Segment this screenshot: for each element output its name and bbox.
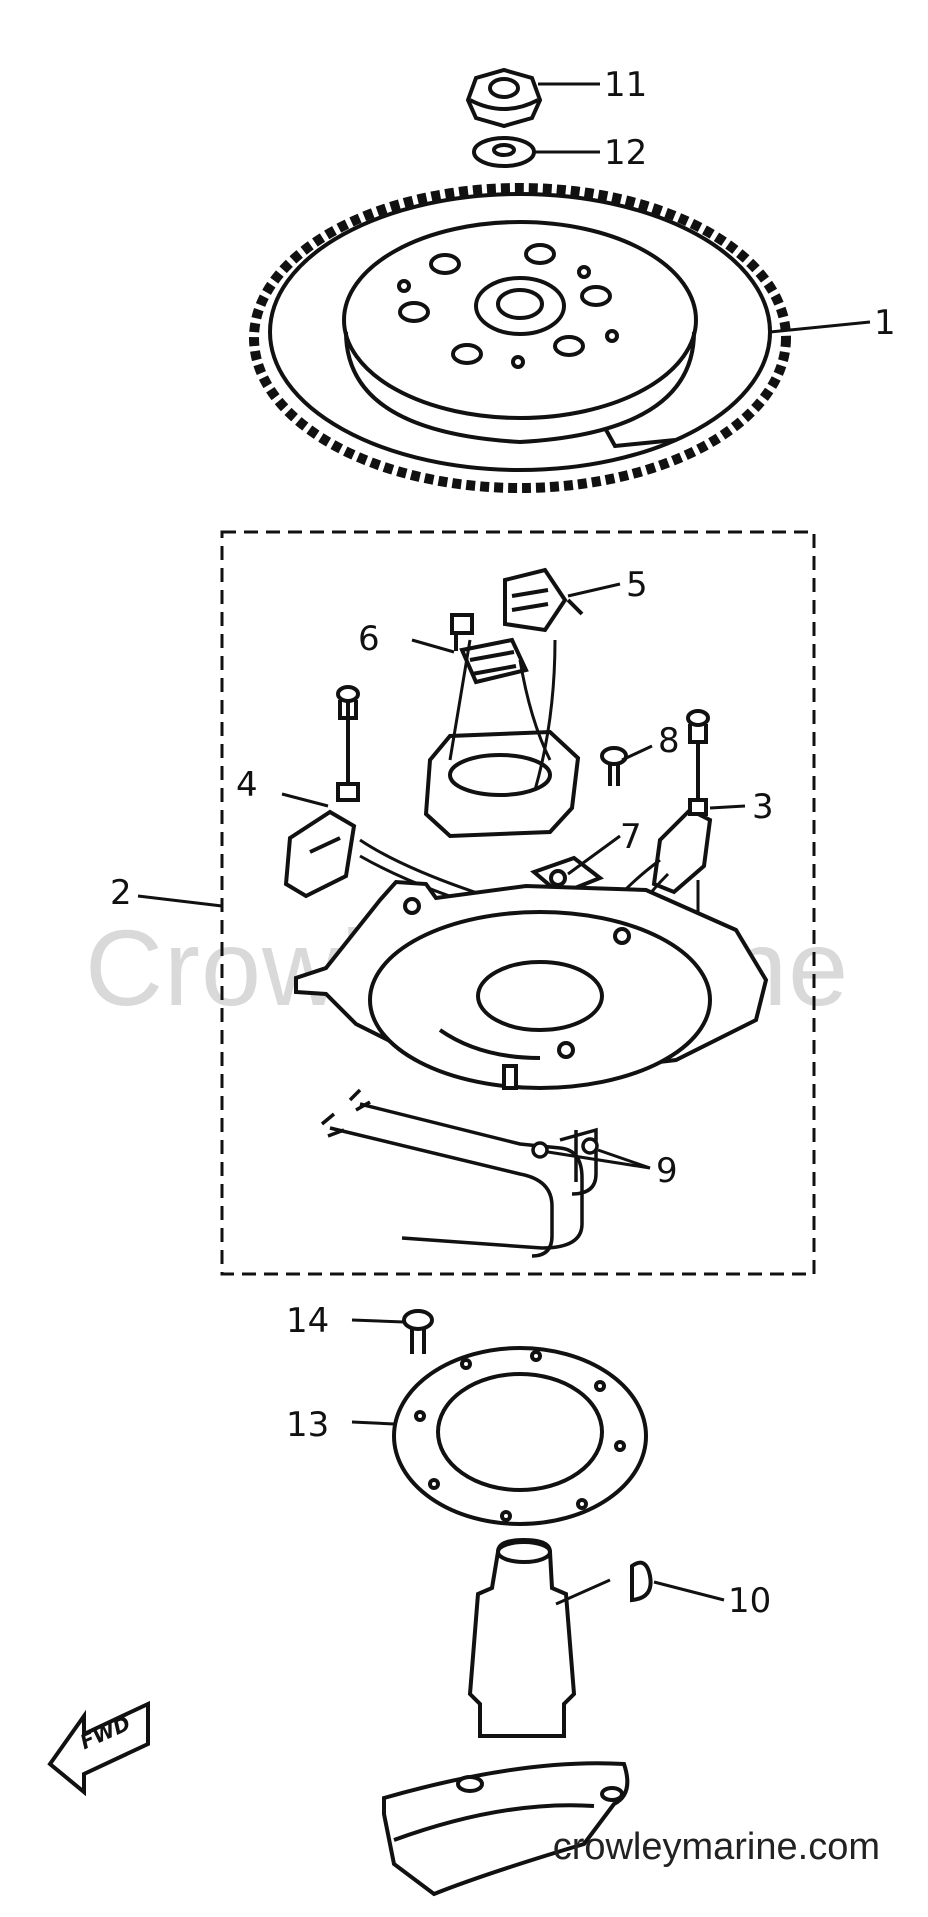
pulser-coil-part [503,567,584,633]
stator-assembly-boundary [220,530,816,1276]
wiring-harness-part [320,1088,599,1258]
forward-arrow-icon [47,1700,150,1797]
callout-12: 12 [604,133,647,173]
screw-14-part [402,1309,434,1354]
washer-part [472,136,536,168]
woodruff-key-part [630,1560,653,1603]
flywheel-part [249,183,791,493]
callout-3: 3 [752,787,774,827]
callout-7: 7 [620,817,642,857]
callout-14: 14 [286,1301,329,1341]
callout-9: 9 [656,1151,678,1191]
retainer-plate-part [392,1346,648,1526]
callout-10: 10 [728,1581,771,1621]
crankshaft-part [382,1537,630,1897]
callout-6: 6 [358,619,380,659]
callout-11: 11 [604,65,647,105]
callout-1: 1 [874,303,896,343]
callout-8: 8 [658,721,680,761]
leader-lines [137,82,871,1606]
screw-8-part [600,746,628,786]
lighting-coil-part [450,613,529,685]
callout-2: 2 [110,873,132,913]
flange-nut-part [465,67,543,129]
callout-13: 13 [286,1405,329,1445]
footer-site-url: crowleymarine.com [552,1826,880,1868]
stator-base-plate-part [294,879,769,1090]
callout-5: 5 [626,565,648,605]
charge-coil-part [423,639,581,839]
callout-4: 4 [236,765,258,805]
